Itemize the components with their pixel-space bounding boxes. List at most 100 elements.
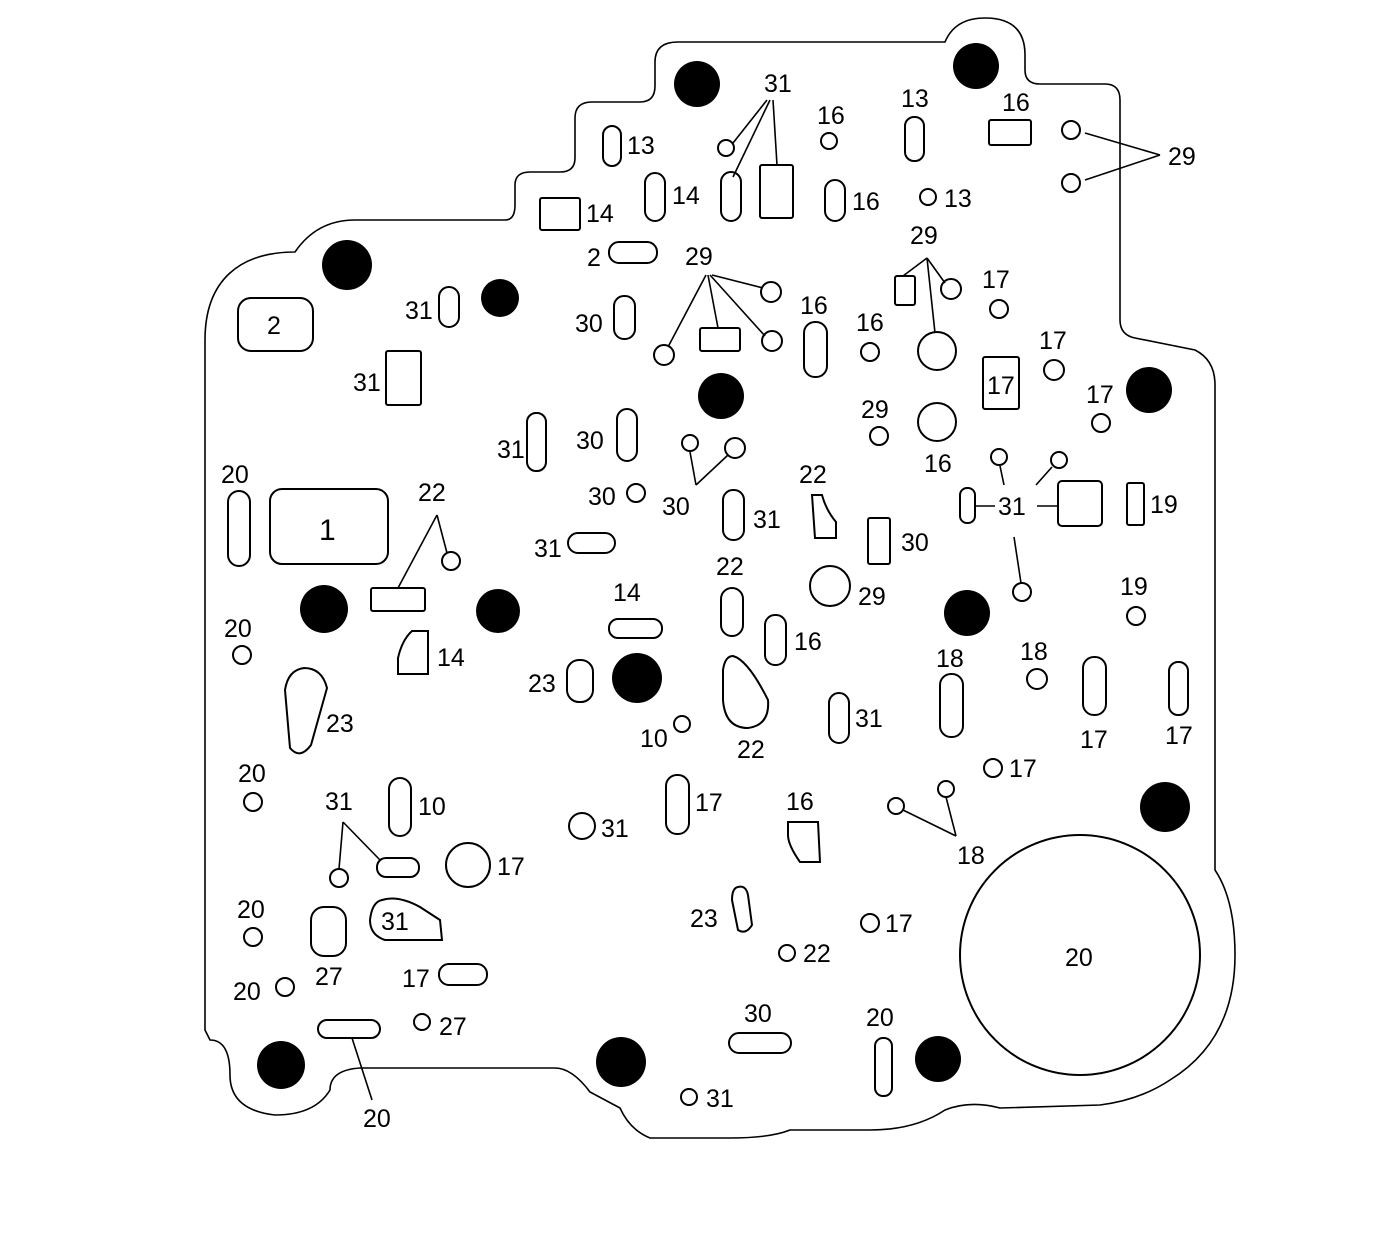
label: 31 [855,705,883,733]
label: 31 [405,297,433,325]
label: 22 [803,940,831,968]
port [724,437,746,459]
label: 17 [1080,726,1108,754]
label: 30 [901,529,929,557]
bolt-hole [915,1036,961,1082]
label: 2 [267,312,281,340]
label: 16 [852,188,880,216]
port [824,179,846,222]
bolt-hole [953,43,999,89]
port [232,645,252,665]
port [1126,482,1145,526]
bolt-hole [596,1037,646,1087]
port [269,488,389,565]
bolt-hole [1140,782,1190,832]
label: 16 [856,309,884,337]
label: 18 [1020,638,1048,666]
label: 31 [381,908,409,936]
leader-line [1035,466,1053,486]
bolt-hole [612,653,662,703]
leader-line [667,274,707,348]
port [243,792,263,812]
port [828,692,850,744]
bolt-hole [944,590,990,636]
label: 29 [1168,143,1196,171]
port [917,402,957,442]
port [613,295,636,340]
bolt-hole [698,373,744,419]
label: 14 [586,200,614,228]
leader-line [397,514,438,589]
label: 17 [1086,381,1114,409]
leader-line [999,465,1005,486]
port [526,412,547,472]
label: 31 [764,70,792,98]
port [243,927,263,947]
label: 29 [861,396,889,424]
label: 16 [1002,89,1030,117]
label: 31 [998,493,1026,521]
port [939,673,964,738]
label: 30 [662,493,690,521]
port [567,532,616,554]
label: 16 [800,292,828,320]
port [370,587,426,612]
label: 27 [439,1013,467,1041]
leader-line [902,809,957,837]
part-labels: 31 16 13 16 29 13 14 16 13 14 2 29 29 17… [221,70,1196,1133]
port [1050,451,1068,469]
label: 30 [744,1000,772,1028]
leader-line [695,454,729,486]
label: 13 [944,185,972,213]
label: 31 [753,506,781,534]
port [673,715,691,733]
leader-line [338,821,344,870]
leader-line [772,99,778,166]
port [778,944,796,962]
port [441,551,461,571]
port [1061,120,1081,140]
bolt-holes [257,43,1190,1089]
leader-line [732,99,771,178]
leader-line [436,514,448,554]
label: 20 [237,896,265,924]
port [665,774,690,835]
label: 19 [1150,491,1178,519]
port [388,777,412,837]
port [616,408,638,462]
label: 23 [326,710,354,738]
port [904,116,925,162]
label: 17 [885,910,913,938]
port [438,286,460,328]
label: 31 [534,535,562,563]
label: 30 [576,427,604,455]
label: 22 [418,479,446,507]
leader-lines [338,99,1161,1101]
port [982,356,1020,410]
port [1082,656,1107,716]
port [988,119,1032,146]
label: 13 [901,85,929,113]
label: 18 [957,842,985,870]
port [1012,582,1032,602]
label: 19 [1120,573,1148,601]
port [445,842,491,888]
label: 20 [238,760,266,788]
label: 1 [319,514,336,547]
port [438,963,488,986]
port [699,327,741,352]
label: 31 [353,369,381,397]
port [539,197,581,231]
port [940,278,962,300]
label: 17 [497,853,525,881]
label: 14 [437,644,465,672]
label: 13 [627,132,655,160]
bolt-hole [476,589,520,633]
bolt-hole [300,585,348,633]
port [990,448,1008,466]
port [720,171,742,222]
port [717,139,735,157]
port [728,1032,792,1054]
label: 27 [315,963,343,991]
label: 16 [924,450,952,478]
